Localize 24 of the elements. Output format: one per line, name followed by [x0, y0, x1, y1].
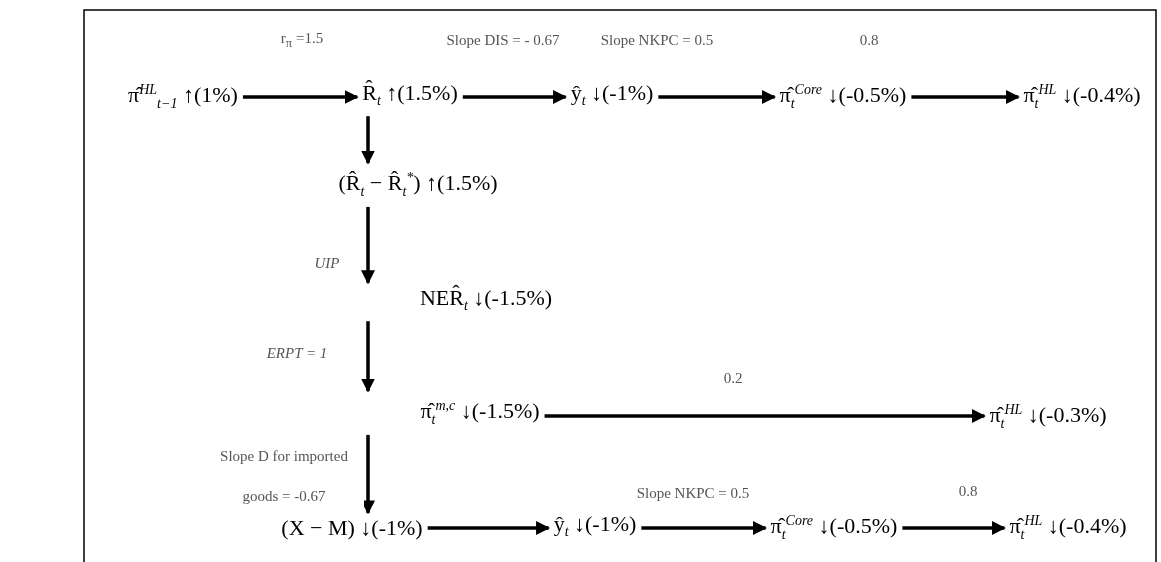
arrow [462, 90, 568, 104]
arrow [658, 90, 776, 104]
formula-text: π̂$_{t}$$^{HL}$ ↓(-0.4%) [1023, 77, 1141, 117]
arrow [361, 116, 375, 165]
formula-text: π̂$_{t}$$^{HL}$ ↓(-0.3%) [989, 397, 1107, 437]
formula-text: ŷ$_{t}$ ↓(-1%) [570, 79, 654, 115]
formula-text: (X − M) ↓(-1%) [281, 515, 423, 541]
formula-text: π̂$_{t}$$^{Core}$ ↓(-0.5%) [779, 77, 907, 117]
formula-text: π̂$_{t}$$^{Core}$ ↓(-0.5%) [770, 508, 898, 548]
arrow [242, 90, 359, 104]
formula-text: (R̂$_{t}$ − R̂$_{t}$$^{*}$) ↑(1.5%) [338, 165, 498, 205]
arrow [911, 90, 1020, 104]
formula-text: π̂$_{t}$$^{HL}$ ↓(-0.4%) [1009, 508, 1127, 548]
arrow [427, 521, 551, 535]
formula-text: ŷ$_{t}$ ↓(-1%) [553, 510, 637, 546]
formula-text: NER̂$_{t}$ ↓(-1.5%) [419, 284, 553, 320]
arrow [902, 521, 1006, 535]
arrow [361, 321, 375, 393]
arrow [361, 206, 375, 285]
arrow [544, 409, 986, 423]
formula-text: R̂$_{t}$ ↑(1.5%) [362, 79, 458, 115]
formula-text: π̂$_{t}$$^{m,c}$ ↓(-1.5%) [420, 393, 540, 433]
formula-text: π̂$^{HL}$$_{t−1}$ ↑(1%) [128, 77, 238, 117]
arrow [641, 521, 767, 535]
